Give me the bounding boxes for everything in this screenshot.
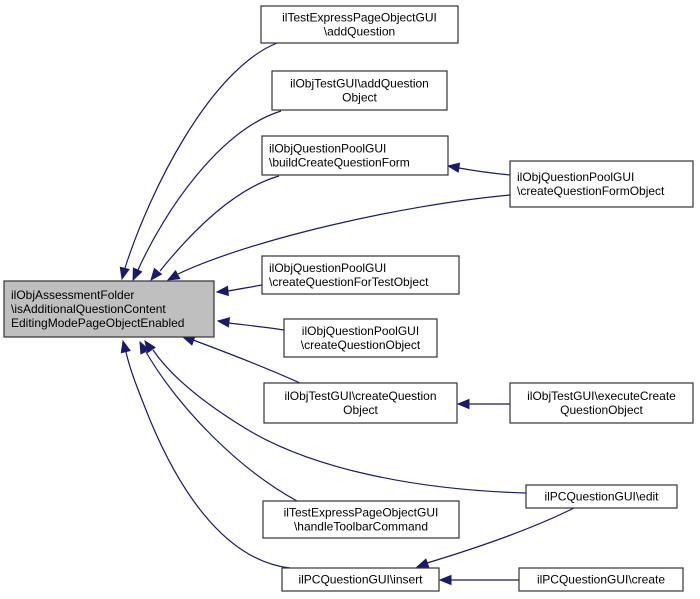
- edge-oqp_cqfo-to-root: [166, 194, 511, 281]
- arrowhead-icon: [415, 558, 430, 569]
- node-pcq_insert[interactable]: ilPCQuestionGUI\insert: [281, 567, 440, 592]
- node-label-line: Object: [343, 403, 378, 417]
- node-label-line: \buildCreateQuestionForm: [269, 156, 410, 170]
- node-box[interactable]: [261, 255, 460, 295]
- edge-line: [152, 349, 527, 494]
- node-oqp_bcqf[interactable]: ilObjQuestionPoolGUI\buildCreateQuestion…: [261, 135, 449, 176]
- edge-line: [227, 284, 263, 292]
- node-label-line: ilObjQuestionPoolGUI: [269, 142, 386, 156]
- node-label-line: EditingModePageObjectEnabled: [11, 316, 184, 330]
- node-label-line: ilPCQuestionGUI\edit: [544, 490, 659, 504]
- node-tepo_htc[interactable]: ilTestExpressPageObjectGUI\handleToolbar…: [262, 500, 460, 539]
- edge-pcq_insert-to-root: [120, 339, 291, 569]
- edge-ot_ecqo-to-ot_cqo: [456, 398, 511, 410]
- edge-ot_cqo-to-root: [181, 335, 301, 384]
- arrowhead-icon: [120, 339, 131, 354]
- arrowhead-icon: [132, 267, 143, 282]
- node-pcq_edit[interactable]: ilPCQuestionGUI\edit: [525, 484, 678, 509]
- edge-oqp_bcqf-to-root: [150, 175, 280, 282]
- edge-oqp_cqfto-to-root: [215, 284, 263, 297]
- arrowhead-icon: [139, 340, 150, 355]
- node-oqp_cqfo[interactable]: ilObjQuestionPoolGUI\createQuestionFormO…: [509, 160, 694, 208]
- node-label-line: ilObjTestGUI\createQuestion: [284, 389, 436, 403]
- edge-line: [159, 175, 280, 272]
- root-node-box[interactable]: [3, 280, 215, 338]
- node-label-line: ilObjTestGUI\addQuestion: [290, 77, 429, 91]
- edge-oqp_cqfo-to-oqp_bcqf: [446, 162, 511, 176]
- node-box[interactable]: [525, 484, 678, 509]
- edge-line: [177, 194, 511, 275]
- node-oqp_cqo[interactable]: ilObjQuestionPoolGUI\createQuestionObjec…: [283, 318, 438, 358]
- node-box[interactable]: [509, 160, 694, 208]
- node-label-line: \createQuestionForTestObject: [269, 275, 429, 289]
- edge-tepo_addq-to-root: [119, 42, 278, 281]
- edge-line: [192, 339, 301, 384]
- node-box[interactable]: [518, 567, 684, 592]
- node-label-line: \handleToolbarCommand: [294, 520, 428, 534]
- node-box[interactable]: [262, 500, 460, 539]
- edges-layer: [119, 42, 575, 586]
- arrowhead-icon: [150, 267, 163, 282]
- node-label-line: \createQuestionFormObject: [517, 184, 665, 198]
- node-box[interactable]: [281, 567, 440, 592]
- node-label-line: Object: [342, 91, 377, 105]
- node-label-line: ilObjQuestionPoolGUI: [517, 170, 634, 184]
- node-label-line: ilTestExpressPageObjectGUI: [282, 11, 437, 25]
- arrowhead-icon: [181, 335, 196, 346]
- arrowhead-icon: [216, 317, 231, 328]
- node-label-line: \isAdditionalQuestionContent: [11, 302, 166, 316]
- edge-line: [145, 351, 298, 502]
- node-label-line: ilObjQuestionPoolGUI: [302, 324, 419, 338]
- arrowhead-icon: [438, 574, 452, 586]
- nodes-layer: ilObjAssessmentFolder\isAdditionalQuesti…: [3, 5, 694, 592]
- node-label-line: \addQuestion: [324, 25, 395, 39]
- node-box[interactable]: [271, 70, 448, 111]
- node-label-line: ilTestExpressPageObjectGUI: [284, 506, 439, 520]
- arrowhead-icon: [215, 285, 229, 297]
- edge-line: [125, 351, 291, 569]
- node-label-line: ilObjQuestionPoolGUI: [269, 261, 386, 275]
- edge-ot_addqo-to-root: [132, 110, 282, 282]
- node-box[interactable]: [261, 135, 449, 176]
- edge-line: [228, 322, 285, 331]
- edge-pcq_edit-to-pcq_insert: [415, 507, 575, 569]
- arrowhead-icon: [119, 266, 130, 281]
- node-pcq_create[interactable]: ilPCQuestionGUI\create: [518, 567, 684, 592]
- node-box[interactable]: [263, 382, 458, 424]
- edge-line: [458, 167, 511, 176]
- edge-line: [137, 110, 282, 271]
- arrowhead-icon: [166, 269, 181, 281]
- node-root[interactable]: ilObjAssessmentFolder\isAdditionalQuesti…: [3, 280, 215, 338]
- node-tepo_addq[interactable]: ilTestExpressPageObjectGUI\addQuestion: [260, 5, 459, 44]
- node-label-line: \createQuestionObject: [301, 338, 421, 352]
- node-label-line: ilPCQuestionGUI\insert: [298, 573, 423, 587]
- arrowhead-icon: [456, 398, 470, 410]
- node-label-line: ilObjAssessmentFolder: [11, 288, 134, 302]
- node-label-line: QuestionObject: [560, 403, 643, 417]
- edge-oqp_cqo-to-root: [216, 317, 285, 331]
- node-box[interactable]: [260, 5, 459, 44]
- edge-line: [426, 507, 575, 564]
- node-oqp_cqfto[interactable]: ilObjQuestionPoolGUI\createQuestionForTe…: [261, 255, 460, 295]
- node-box[interactable]: [283, 318, 438, 358]
- arrowhead-icon: [446, 162, 461, 173]
- node-label-line: ilPCQuestionGUI\create: [537, 573, 665, 587]
- edge-tepo_htc-to-root: [139, 340, 298, 502]
- node-label-line: ilObjTestGUI\executeCreate: [527, 389, 676, 403]
- edge-pcq_create-to-pcq_insert: [438, 574, 519, 586]
- node-ot_cqo[interactable]: ilObjTestGUI\createQuestionObject: [263, 382, 458, 424]
- node-box[interactable]: [509, 382, 694, 424]
- edge-line: [124, 42, 278, 269]
